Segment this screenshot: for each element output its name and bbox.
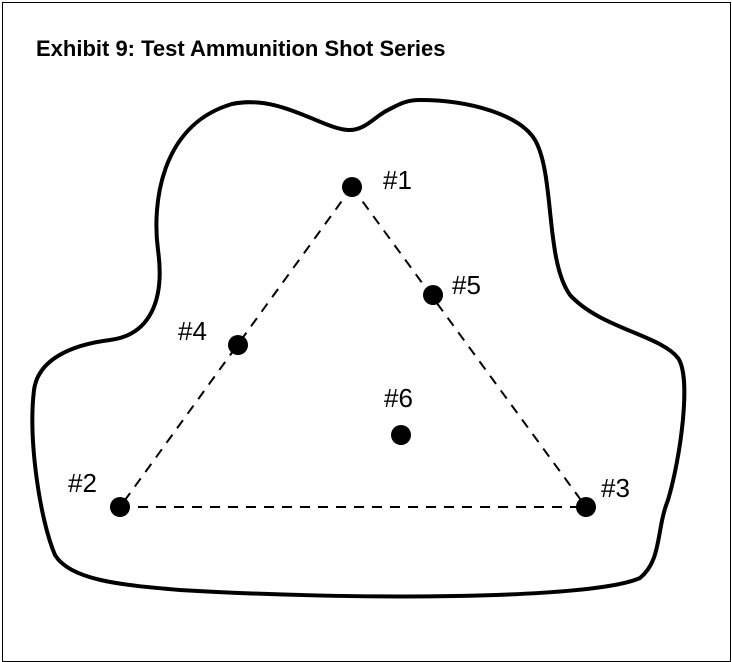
shot-point-1 — [342, 177, 362, 197]
shot-label-6: #6 — [384, 383, 413, 413]
shot-point-4 — [228, 335, 248, 355]
shot-triangle — [119, 186, 587, 508]
triangle-edge-1-2 — [119, 186, 353, 508]
shot-point-3 — [576, 497, 596, 517]
armor-panel-outline — [30, 98, 687, 599]
triangle-edge-1-3 — [351, 186, 587, 508]
shot-label-5: #5 — [452, 270, 481, 300]
shot-label-2: #2 — [68, 468, 97, 498]
shot-label-1: #1 — [383, 165, 412, 195]
exhibit-title: Exhibit 9: Test Ammunition Shot Series — [36, 36, 446, 61]
shot-label-3: #3 — [601, 473, 630, 503]
shot-point-6 — [391, 425, 411, 445]
shot-point-2 — [110, 497, 130, 517]
shot-point-5 — [423, 285, 443, 305]
shot-label-4: #4 — [178, 316, 207, 346]
